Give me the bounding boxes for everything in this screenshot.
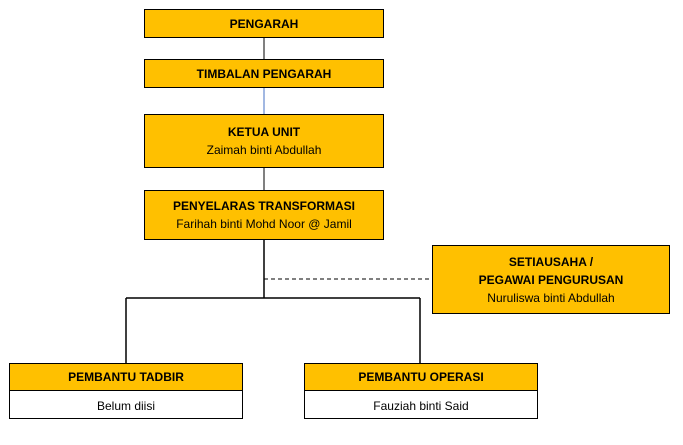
box-penyelaras-transformasi: PENYELARAS TRANSFORMASI Farihah binti Mo… [144, 190, 384, 240]
title-pengarah: PENGARAH [229, 16, 299, 31]
box-pembantu-tadbir: PEMBANTU TADBIR Belum diisi [9, 363, 243, 419]
box-setiausaha: SETIAUSAHA / PEGAWAI PENGURUSAN Nurulisw… [432, 245, 670, 314]
title-ketua-unit: KETUA UNIT [227, 125, 301, 139]
title-setiausaha-line2: PEGAWAI PENGURUSAN [478, 272, 624, 287]
title-timbalan-pengarah: TIMBALAN PENGARAH [196, 66, 332, 81]
title-pembantu-operasi: PEMBANTU OPERASI [305, 364, 537, 391]
name-pembantu-operasi: Fauziah binti Said [373, 399, 469, 413]
box-pembantu-operasi: PEMBANTU OPERASI Fauziah binti Said [304, 363, 538, 419]
name-setiausaha: Nuruliswa binti Abdullah [487, 290, 615, 305]
name-pembantu-tadbir: Belum diisi [96, 399, 156, 413]
box-ketua-unit: KETUA UNIT Zaimah binti Abdullah [144, 114, 384, 168]
title-setiausaha-line1: SETIAUSAHA / [508, 254, 594, 269]
box-pengarah: PENGARAH [144, 9, 384, 38]
name-penyelaras: Farihah binti Mohd Noor @ Jamil [176, 217, 352, 231]
box-timbalan-pengarah: TIMBALAN PENGARAH [144, 59, 384, 88]
title-penyelaras: PENYELARAS TRANSFORMASI [172, 199, 355, 213]
title-pembantu-tadbir: PEMBANTU TADBIR [10, 364, 242, 391]
name-ketua-unit: Zaimah binti Abdullah [206, 143, 322, 157]
